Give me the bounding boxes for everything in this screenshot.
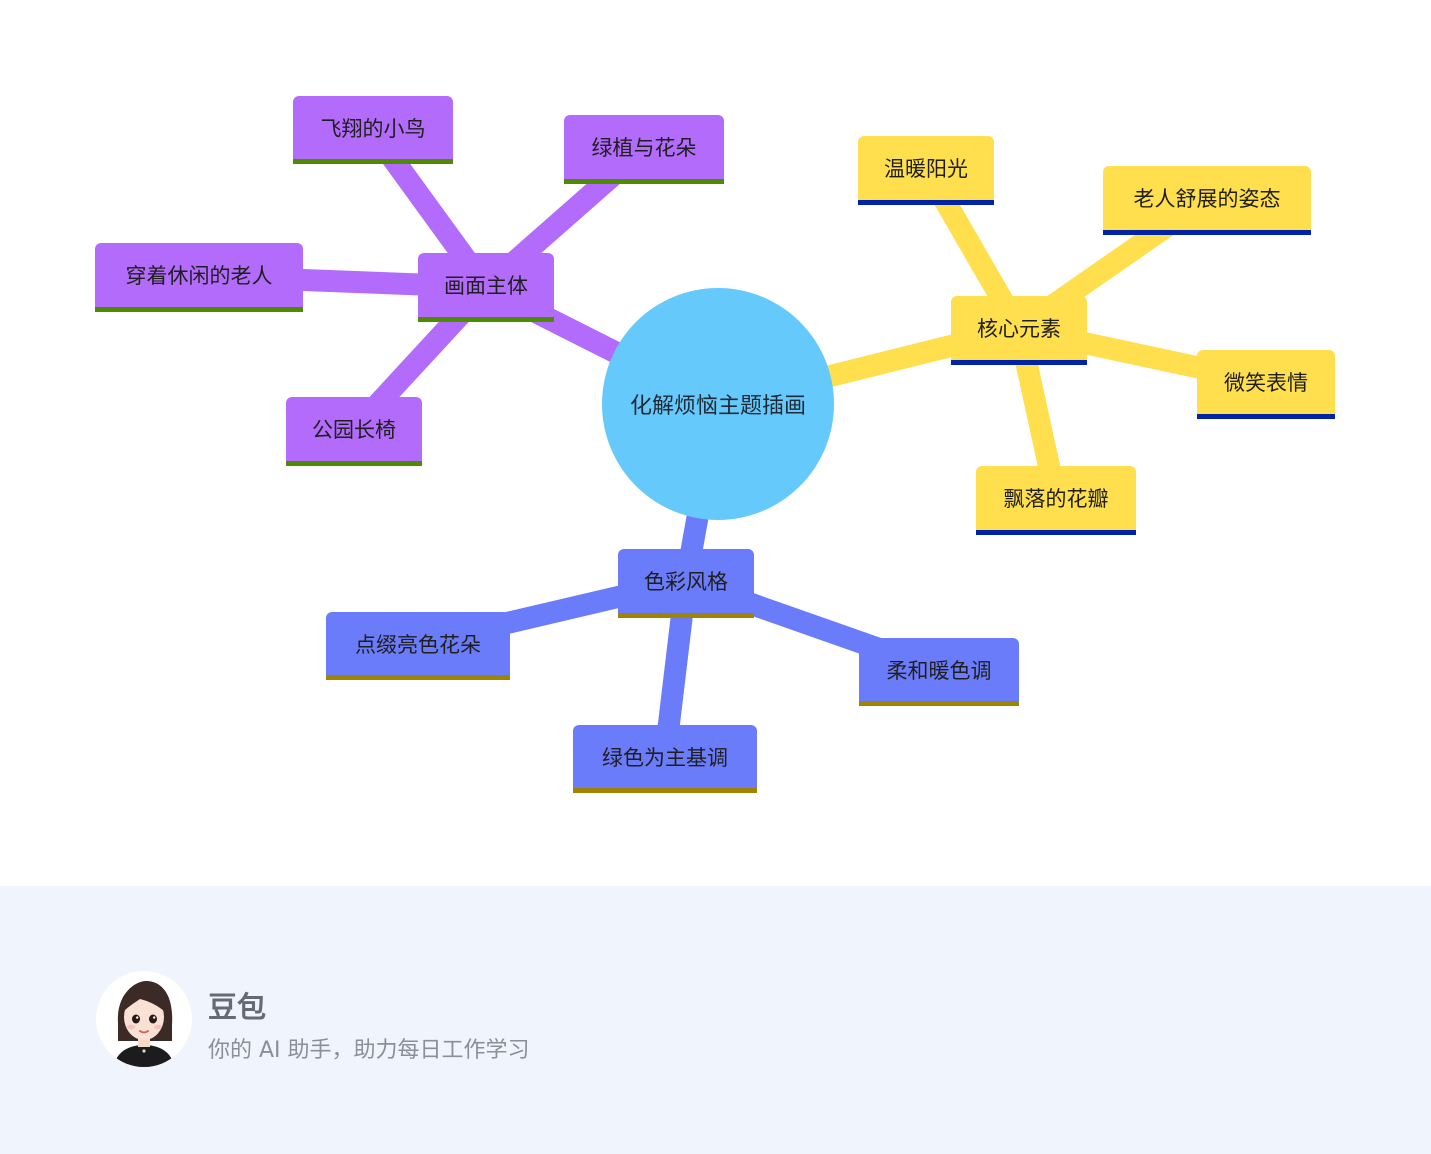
center-topic[interactable]: 化解烦恼主题插画 <box>602 288 834 520</box>
leaf-node-bench[interactable]: 公园长椅 <box>286 397 422 466</box>
branch-node-color[interactable]: 色彩风格 <box>618 549 754 618</box>
leaf-node-sun[interactable]: 温暖阳光 <box>858 136 994 205</box>
mindmap-canvas: 化解烦恼主题插画 画面主体 飞翔的小鸟 绿植与花朵 穿着休闲的老人 公园长椅 核… <box>95 96 1335 793</box>
leaf-node-plants[interactable]: 绿植与花朵 <box>564 115 724 184</box>
assistant-avatar <box>96 971 192 1067</box>
leaf-node-posture[interactable]: 老人舒展的姿态 <box>1103 166 1311 235</box>
branch-node-subject[interactable]: 画面主体 <box>418 253 554 322</box>
avatar-illustration <box>96 971 192 1067</box>
leaf-node-green-tone[interactable]: 绿色为主基调 <box>573 725 757 793</box>
leaf-node-elder[interactable]: 穿着休闲的老人 <box>95 243 303 312</box>
assistant-tagline: 你的 AI 助手，助力每日工作学习 <box>208 1038 530 1063</box>
leaf-node-bird[interactable]: 飞翔的小鸟 <box>293 96 453 164</box>
branch-node-core[interactable]: 核心元素 <box>951 296 1087 365</box>
leaf-node-smile[interactable]: 微笑表情 <box>1197 350 1335 419</box>
leaf-node-warm-tone[interactable]: 柔和暖色调 <box>859 638 1019 706</box>
leaf-node-accent-flowers[interactable]: 点缀亮色花朵 <box>326 612 510 680</box>
footer-banner: 豆包 你的 AI 助手，助力每日工作学习 <box>0 886 1431 1154</box>
leaf-node-petals[interactable]: 飘落的花瓣 <box>976 466 1136 535</box>
assistant-name: 豆包 <box>208 990 267 1024</box>
